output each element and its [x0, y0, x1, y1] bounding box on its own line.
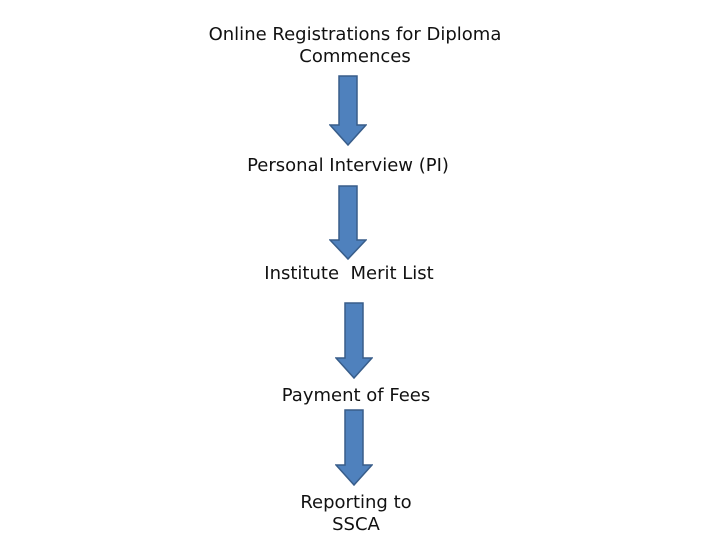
- step-personal-interview: Personal Interview (PI): [198, 155, 498, 177]
- step-text-line: Commences: [299, 46, 411, 67]
- step-institute-merit-list: Institute Merit List: [199, 263, 499, 285]
- step-online-registrations: Online Registrations for Diploma Commenc…: [155, 24, 555, 68]
- down-arrow-icon: [329, 185, 367, 261]
- step-text-line: Online Registrations for Diploma: [208, 24, 502, 45]
- down-arrow-icon: [335, 302, 373, 380]
- step-text-line: Personal Interview (PI): [247, 155, 449, 176]
- down-arrow-icon: [329, 75, 367, 147]
- step-text-line: Payment of Fees: [281, 385, 431, 406]
- step-payment-of-fees: Payment of Fees: [206, 385, 506, 407]
- step-text-line: Institute Merit List: [264, 263, 434, 284]
- step-text-line: Reporting to: [300, 492, 412, 513]
- step-text-line: SSCA: [332, 514, 380, 534]
- step-reporting-to-ssca: Reporting to SSCA: [206, 492, 506, 534]
- down-arrow-icon: [335, 409, 373, 487]
